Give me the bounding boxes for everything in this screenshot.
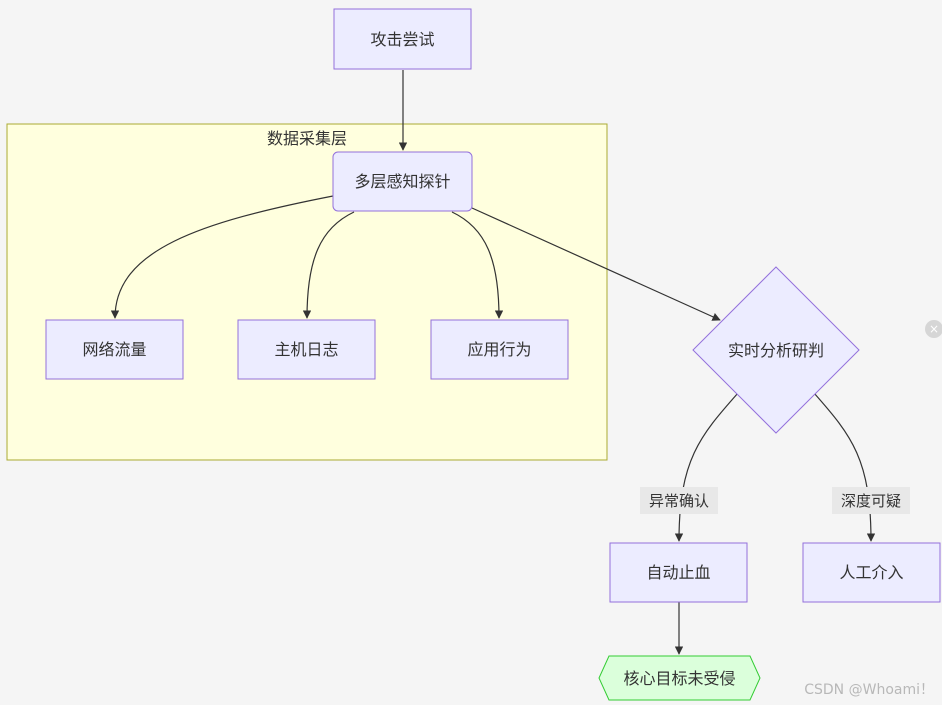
cluster-data-collection: 数据采集层: [6, 123, 608, 461]
node-auto-stop: 自动止血: [609, 542, 748, 603]
node-network-label: 网络流量: [82, 340, 146, 359]
node-network: 网络流量: [45, 319, 184, 380]
node-probe-label: 多层感知探针: [354, 172, 450, 191]
node-app: 应用行为: [430, 319, 569, 380]
edge-label-confirmed: 异常确认: [640, 487, 718, 514]
edge-label-suspicious: 深度可疑: [832, 487, 910, 514]
edge-probe-host: [302, 211, 355, 319]
node-manual: 人工介入: [802, 542, 941, 603]
edge-analysis-autostop: [674, 392, 739, 542]
node-host-label: 主机日志: [274, 340, 338, 359]
cluster-title: 数据采集层: [267, 129, 347, 148]
edge-probe-network: [110, 195, 334, 319]
watermark: CSDN @Whoami！: [804, 682, 934, 698]
edge-probe-app: [451, 211, 504, 319]
node-core-safe: 核心目标未受侵: [598, 655, 761, 701]
node-probe: 多层感知探针: [332, 151, 473, 212]
node-app-label: 应用行为: [467, 340, 531, 359]
edge-label-suspicious-text: 深度可疑: [841, 492, 901, 510]
edge-probe-analysis: [471, 207, 721, 321]
node-analysis-label: 实时分析研判: [728, 341, 824, 360]
node-analysis-decision: 实时分析研判: [692, 266, 860, 434]
node-core-safe-label: 核心目标未受侵: [623, 669, 735, 688]
node-host: 主机日志: [237, 319, 376, 380]
node-attack: 攻击尝试: [333, 8, 472, 70]
node-attack-label: 攻击尝试: [370, 30, 434, 49]
edge-label-confirmed-text: 异常确认: [649, 492, 709, 510]
node-auto-stop-label: 自动止血: [646, 563, 710, 582]
edge-analysis-manual: [813, 392, 876, 542]
edges: [110, 70, 876, 655]
node-manual-label: 人工介入: [839, 563, 903, 582]
close-icon[interactable]: ×: [925, 320, 942, 338]
